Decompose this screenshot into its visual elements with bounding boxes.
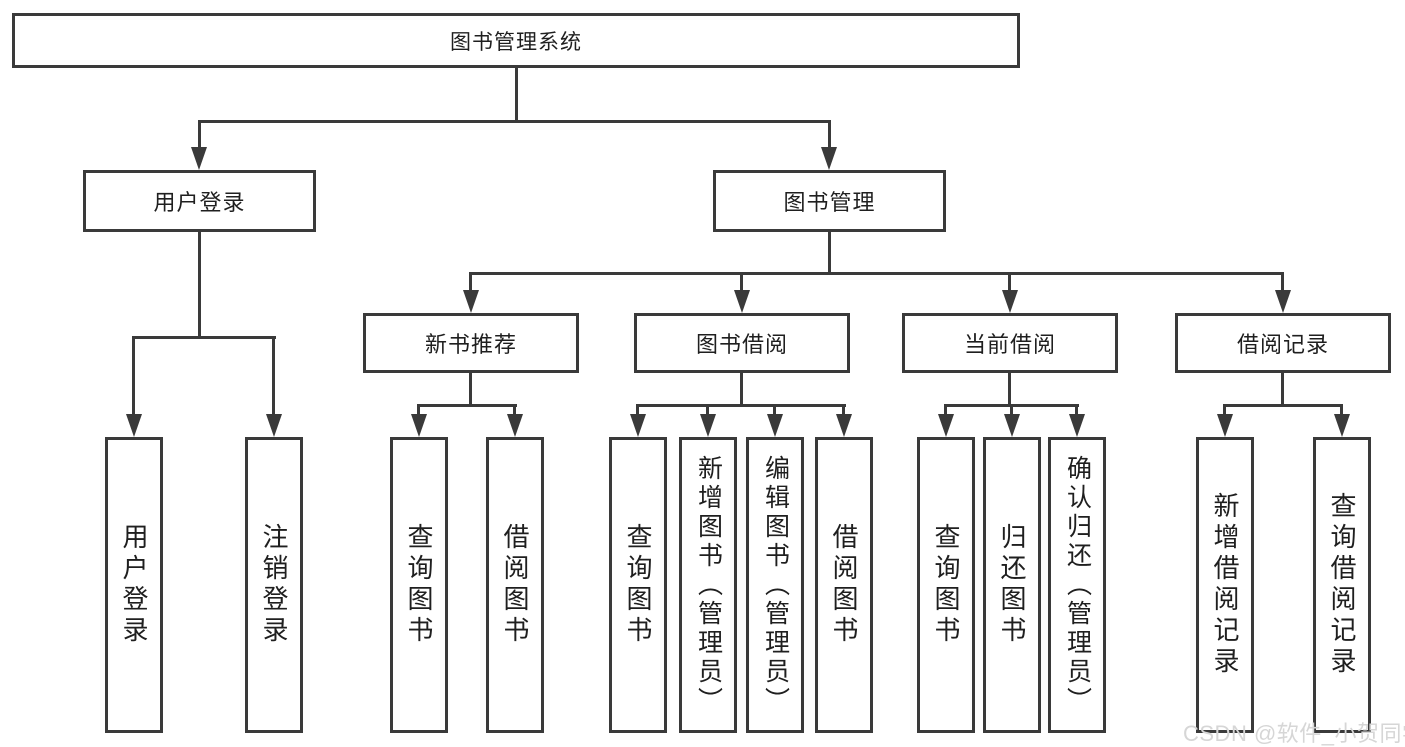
connector-recommend-trunk xyxy=(469,371,472,404)
node-book-management: 图书管理 xyxy=(713,170,946,232)
node-current-borrow-label: 当前借阅 xyxy=(963,332,1056,357)
leaf-label: 注销登录 xyxy=(259,523,289,647)
node-library-system: 图书管理系统 xyxy=(12,13,1020,68)
connector-user-login-trunk xyxy=(198,230,201,336)
leaf-label: 借阅图书 xyxy=(500,523,530,647)
connector-book-borrow-trunk xyxy=(740,371,743,404)
node-leaf-query-borrow-record: 查询借阅记录 xyxy=(1313,437,1371,733)
arrow-down-icon xyxy=(836,414,852,437)
leaf-label: 借阅图书 xyxy=(829,523,859,647)
connector-drop xyxy=(1340,404,1343,418)
connector-drop-book-borrow xyxy=(740,272,743,294)
arrow-down-icon xyxy=(734,290,750,313)
node-book-borrow: 图书借阅 xyxy=(634,313,850,373)
node-library-system-label: 图书管理系统 xyxy=(450,30,582,54)
node-leaf-confirm-return-admin: 确认归还（管理员） xyxy=(1048,437,1106,733)
connector-drop-current-borrow xyxy=(1008,272,1011,294)
leaf-label: 查询图书 xyxy=(623,523,653,647)
node-book-management-label: 图书管理 xyxy=(783,190,876,215)
node-leaf-add-books-admin: 新增图书（管理员） xyxy=(679,437,737,733)
arrow-down-icon xyxy=(507,414,523,437)
connector-drop xyxy=(1075,404,1078,418)
node-leaf-borrow-books: 借阅图书 xyxy=(815,437,873,733)
leaf-label: 归还图书 xyxy=(997,523,1027,647)
node-leaf-borrow-query-books: 查询图书 xyxy=(609,437,667,733)
connector-user-login-crossbar xyxy=(133,336,276,339)
connector-drop-user-login xyxy=(198,120,201,150)
connector-recommend-crossbar xyxy=(417,404,517,407)
leaf-label: 新增图书（管理员） xyxy=(694,454,723,716)
node-borrow-records: 借阅记录 xyxy=(1175,313,1391,373)
node-current-borrow: 当前借阅 xyxy=(902,313,1118,373)
node-user-login: 用户登录 xyxy=(83,170,316,232)
connector-root-trunk xyxy=(515,66,518,120)
connector-drop-book-management xyxy=(828,120,831,150)
node-leaf-recommend-query-books: 查询图书 xyxy=(390,437,448,733)
leaf-label: 确认归还（管理员） xyxy=(1063,454,1092,716)
connector-drop xyxy=(944,404,947,418)
node-leaf-user-login: 用户登录 xyxy=(105,437,163,733)
connector-drop xyxy=(706,404,709,418)
connector-drop xyxy=(1010,404,1013,418)
arrow-down-icon xyxy=(1004,414,1020,437)
arrow-down-icon xyxy=(1217,414,1233,437)
connector-drop xyxy=(773,404,776,418)
connector-drop-logout-leaf xyxy=(272,336,275,416)
arrow-down-icon xyxy=(767,414,783,437)
arrow-down-icon xyxy=(1069,414,1085,437)
leaf-label: 编辑图书（管理员） xyxy=(761,454,790,716)
leaf-label: 新增借阅记录 xyxy=(1210,492,1240,678)
connector-book-management-crossbar xyxy=(469,272,1284,275)
arrow-down-icon xyxy=(700,414,716,437)
leaf-label: 查询图书 xyxy=(404,523,434,647)
connector-drop-login-leaf xyxy=(132,336,135,416)
connector-drop xyxy=(417,404,420,418)
leaf-label: 查询借阅记录 xyxy=(1327,492,1357,678)
leaf-label: 用户登录 xyxy=(119,523,149,647)
connector-book-borrow-crossbar xyxy=(636,404,846,407)
arrow-down-icon xyxy=(630,414,646,437)
arrow-down-icon xyxy=(1275,290,1291,313)
connector-drop xyxy=(636,404,639,418)
connector-drop-borrow-records xyxy=(1281,272,1284,294)
connector-drop-new-book xyxy=(469,272,472,294)
node-new-book-recommend-label: 新书推荐 xyxy=(424,332,517,357)
node-leaf-recommend-borrow-books: 借阅图书 xyxy=(486,437,544,733)
connector-book-management-trunk xyxy=(828,230,831,272)
node-borrow-records-label: 借阅记录 xyxy=(1236,332,1329,357)
node-leaf-return-books: 归还图书 xyxy=(983,437,1041,733)
node-leaf-current-query-books: 查询图书 xyxy=(917,437,975,733)
connector-current-borrow-trunk xyxy=(1008,371,1011,404)
arrow-down-icon xyxy=(463,290,479,313)
arrow-down-icon xyxy=(1334,414,1350,437)
node-leaf-logout: 注销登录 xyxy=(245,437,303,733)
arrow-down-icon xyxy=(938,414,954,437)
connector-borrow-records-crossbar xyxy=(1223,404,1343,407)
node-user-login-label: 用户登录 xyxy=(153,190,246,215)
node-book-borrow-label: 图书借阅 xyxy=(695,332,788,357)
arrow-down-icon xyxy=(191,147,207,170)
connector-drop xyxy=(513,404,516,418)
arrow-down-icon xyxy=(411,414,427,437)
arrow-down-icon xyxy=(821,147,837,170)
node-leaf-edit-books-admin: 编辑图书（管理员） xyxy=(746,437,804,733)
arrow-down-icon xyxy=(126,414,142,437)
node-new-book-recommend: 新书推荐 xyxy=(363,313,579,373)
arrow-down-icon xyxy=(1002,290,1018,313)
arrow-down-icon xyxy=(266,414,282,437)
leaf-label: 查询图书 xyxy=(931,523,961,647)
connector-root-crossbar xyxy=(198,120,831,123)
node-leaf-add-borrow-record: 新增借阅记录 xyxy=(1196,437,1254,733)
connector-drop xyxy=(842,404,845,418)
connector-borrow-records-trunk xyxy=(1281,371,1284,404)
csdn-watermark: CSDN @软件_小贺同学 xyxy=(1183,721,1405,746)
connector-drop xyxy=(1223,404,1226,418)
